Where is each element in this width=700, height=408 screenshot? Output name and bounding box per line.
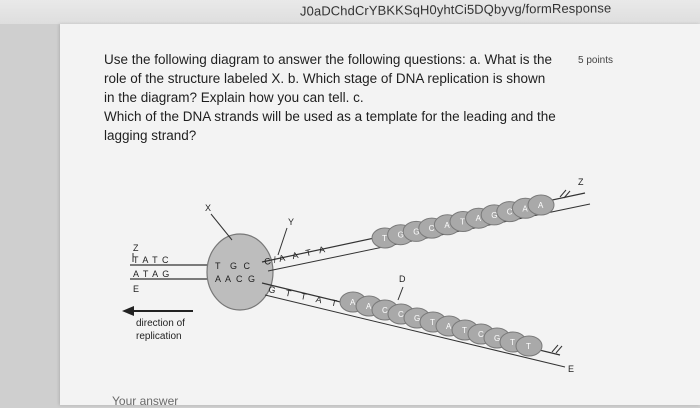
nucleotide-bead-label: C: [507, 208, 513, 217]
break-mark: [551, 344, 559, 353]
nucleotide-bead-label: A: [446, 322, 452, 331]
label-e-left: E: [133, 284, 139, 294]
nucleotide-bead-label: T: [510, 338, 515, 347]
enzyme-bottom-left-base: A: [215, 274, 221, 284]
nucleotide-bead-label: C: [478, 330, 484, 339]
nucleotide-bead-label: T: [462, 326, 467, 335]
question-line: in the diagram? Explain how you can tell…: [104, 90, 364, 105]
upper-strand-bases: C/A A T A: [263, 244, 328, 267]
nucleotide-bead-label: G: [491, 211, 497, 220]
label-x: X: [205, 203, 211, 213]
question-text: Use the following diagram to answer the …: [104, 50, 574, 145]
your-answer-label: Your answer: [112, 394, 179, 408]
nucleotide-bead-label: A: [444, 221, 450, 230]
label-z-left: Z: [133, 243, 139, 253]
nucleotide-bead-label: G: [494, 334, 500, 343]
direction-arrow-head: [122, 306, 134, 316]
label-z-right: Z: [578, 177, 584, 187]
question-line: lagging strand?: [104, 128, 197, 143]
nucleotide-bead-label: G: [398, 231, 404, 240]
question-line: role of the structure labeled X. b. Whic…: [104, 71, 546, 86]
nucleotide-bead-label: A: [350, 298, 356, 307]
lower-strand-edge: [264, 294, 566, 368]
enzyme-top-bases: G C: [230, 261, 252, 271]
lower-nucleotide-beads: A A C C G T A T C G T T: [339, 291, 543, 357]
nucleotide-bead: [527, 194, 555, 216]
nucleotide-bead-label: A: [522, 204, 528, 213]
direction-label-line1: direction of: [136, 318, 185, 329]
nucleotide-bead-label: T: [526, 342, 531, 351]
break-mark: [559, 189, 567, 198]
nucleotide-bead-label: C: [429, 224, 435, 233]
points-badge: 5 points: [578, 55, 614, 66]
question-line: Which of the DNA strands will be used as…: [104, 109, 556, 124]
label-y: Y: [288, 217, 294, 227]
lower-strand-bases: G T T A T: [268, 284, 342, 309]
label-d: D: [399, 274, 406, 284]
nucleotide-bead-label: C: [398, 310, 404, 319]
enzyme-bottom-bases: A C G: [225, 274, 257, 284]
nucleotide-bead-label: G: [413, 227, 419, 236]
nucleotide-bead-label: T: [460, 218, 465, 227]
x-pointer-line: [210, 213, 233, 241]
y-pointer-line: [277, 227, 288, 256]
left-bottom-bases: A T A G: [133, 269, 170, 279]
question-card: [60, 24, 700, 405]
nucleotide-bead-label: T: [382, 234, 387, 243]
enzyme-top-left-base: T: [215, 261, 221, 271]
direction-label-line2: replication: [136, 331, 182, 342]
d-pointer-line: [397, 286, 404, 301]
break-mark: [555, 345, 563, 354]
nucleotide-bead-label: T: [430, 318, 435, 327]
nucleotide-bead-label: A: [538, 201, 544, 210]
nucleotide-bead-label: A: [476, 214, 482, 223]
label-e-right: E: [568, 364, 574, 374]
nucleotide-bead: [515, 335, 543, 357]
nucleotide-bead-label: A: [366, 302, 372, 311]
nucleotide-bead-label: G: [414, 314, 420, 323]
question-line: Use the following diagram to answer the …: [104, 52, 552, 67]
break-mark: [563, 190, 571, 199]
nucleotide-bead-label: C: [382, 306, 388, 315]
left-top-bases: T A T C: [133, 255, 170, 265]
browser-url-strip: J0aDChdCrYBKKSqH0yhtCi5DQbyvg/formRespon…: [0, 0, 700, 24]
enzyme-x-helicase: [206, 233, 274, 311]
